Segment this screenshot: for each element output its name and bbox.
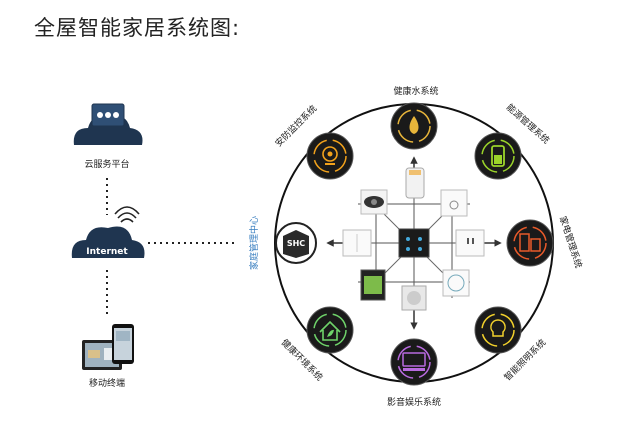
switch-panel-device: [342, 229, 372, 257]
water-drop-icon: [409, 116, 419, 134]
battery-icon: [491, 145, 505, 167]
shc-box-icon: [283, 230, 309, 258]
cloud-platform-label: 云服务平台: [84, 158, 129, 170]
outlet-device: [455, 229, 485, 257]
water-system-node: 健康水系统: [390, 85, 439, 150]
mobile-terminal-label: 移动终端: [89, 377, 125, 389]
internet-cloud-icon: [71, 226, 145, 258]
shc-label: SHC: [287, 239, 305, 248]
bulb-icon: [490, 319, 506, 337]
speaker-device: [401, 285, 427, 311]
shc-hub: SHC 家庭管理中心: [248, 216, 317, 270]
av-system-node: 影音娱乐系统: [387, 338, 441, 408]
device-grid: [326, 156, 502, 330]
fridge-icon: [519, 233, 530, 252]
security-system-node: 安防监控系统: [273, 103, 354, 180]
mobile-terminal: 移动终端: [82, 324, 134, 389]
shc-side-label: 家庭管理中心: [248, 216, 260, 270]
camera-device: [360, 189, 388, 215]
water-purifier-device: [405, 167, 425, 199]
house-leaf-icon: [319, 320, 341, 341]
cloud-icon: [73, 115, 143, 145]
camera-icon: [322, 146, 338, 162]
socket-panel-device: [440, 189, 468, 217]
sensor-device: [442, 269, 470, 297]
page-title: 全屋智能家居系统图:: [34, 16, 241, 40]
energy-system-node: 能源管理系统: [474, 101, 552, 180]
water-system-label: 健康水系统: [393, 85, 438, 97]
tv-icon: [402, 352, 426, 367]
appliance-system-label: 家电管理系统: [557, 215, 585, 270]
display-panel-device: [360, 269, 386, 301]
internet-node: Internet: [71, 206, 145, 258]
internet-label: Internet: [86, 247, 128, 257]
wifi-icon: [114, 206, 140, 223]
control-panel-device: [398, 228, 430, 258]
environment-system-node: 健康环境系统: [279, 306, 354, 383]
appliance-system-node: 家电管理系统: [506, 215, 585, 270]
washer-icon: [530, 238, 541, 252]
av-system-label: 影音娱乐系统: [387, 396, 441, 408]
cloud-platform: 云服务平台: [73, 103, 143, 170]
lighting-system-node: 智能照明系统: [474, 306, 548, 383]
